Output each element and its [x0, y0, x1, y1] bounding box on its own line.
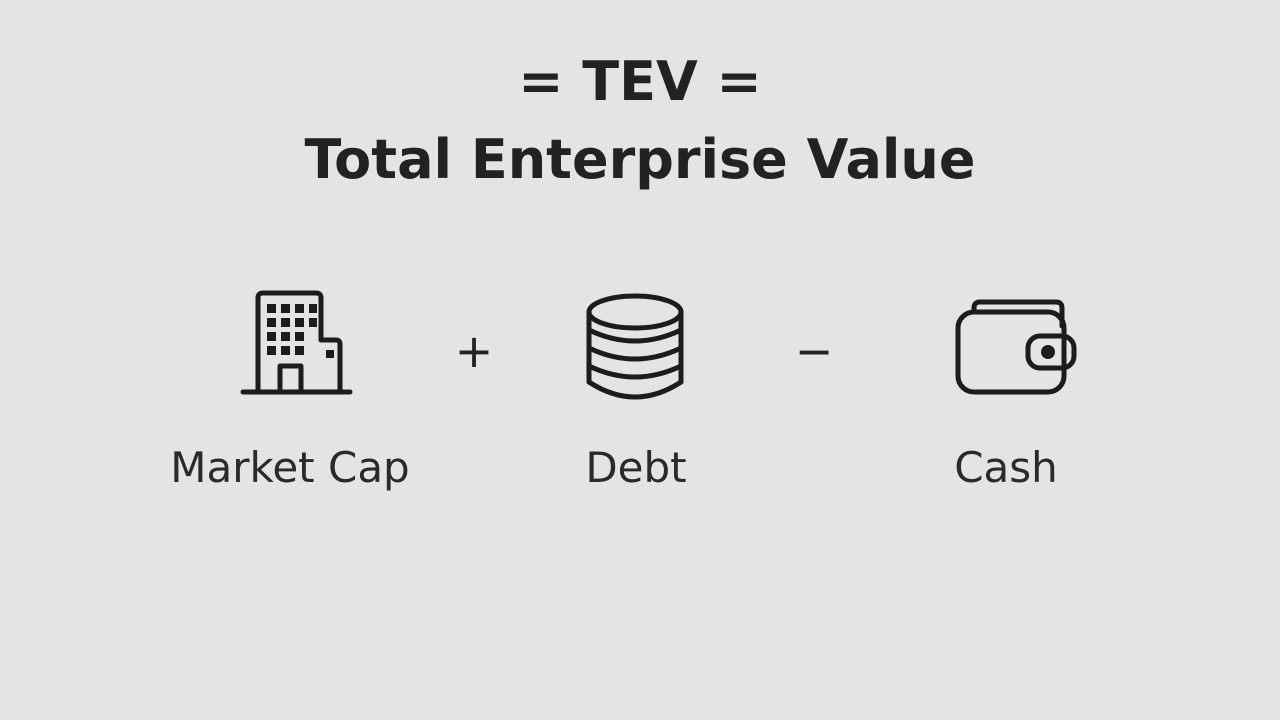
wallet-icon — [955, 299, 1077, 395]
term-label-debt: Debt — [585, 443, 687, 492]
term-label-market-cap: Market Cap — [170, 443, 410, 492]
term-label-cash: Cash — [954, 443, 1058, 492]
page-title-line-1: = TEV = — [518, 50, 762, 113]
plus-operator: + — [454, 324, 494, 378]
minus-operator: − — [794, 324, 834, 378]
office-building-icon — [240, 290, 353, 395]
coin-stack-icon — [586, 293, 684, 400]
page-title-line-2: Total Enterprise Value — [304, 128, 976, 191]
